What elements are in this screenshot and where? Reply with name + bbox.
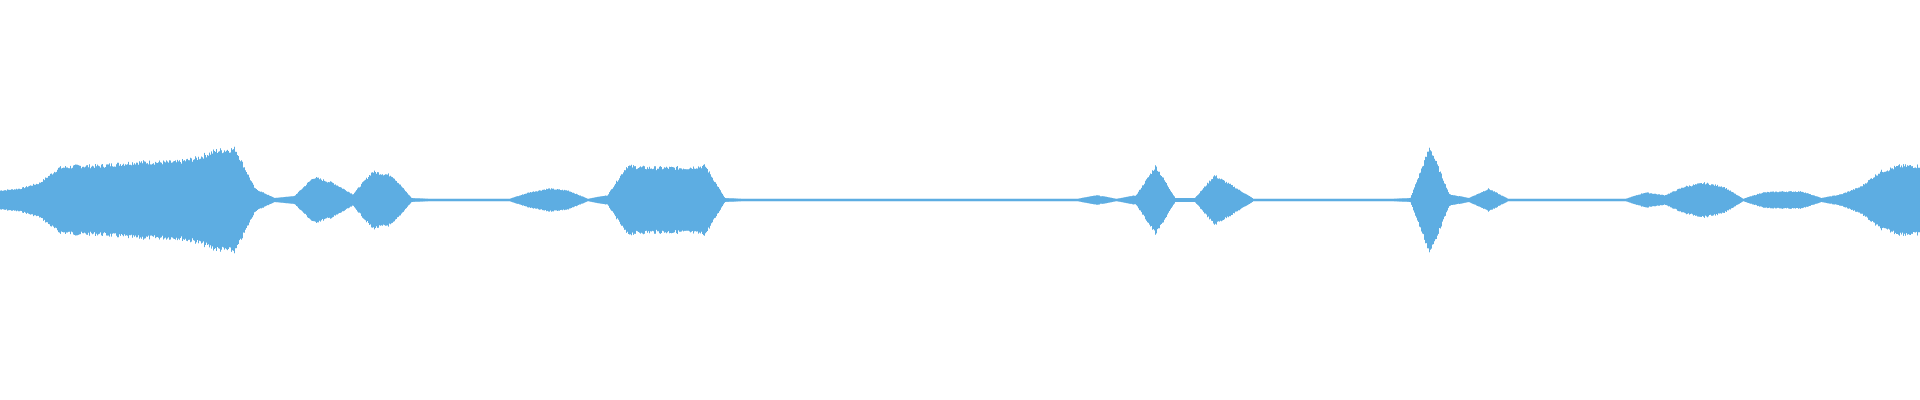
waveform-bars bbox=[0, 146, 1920, 254]
waveform-amplitude-path bbox=[0, 146, 1920, 254]
